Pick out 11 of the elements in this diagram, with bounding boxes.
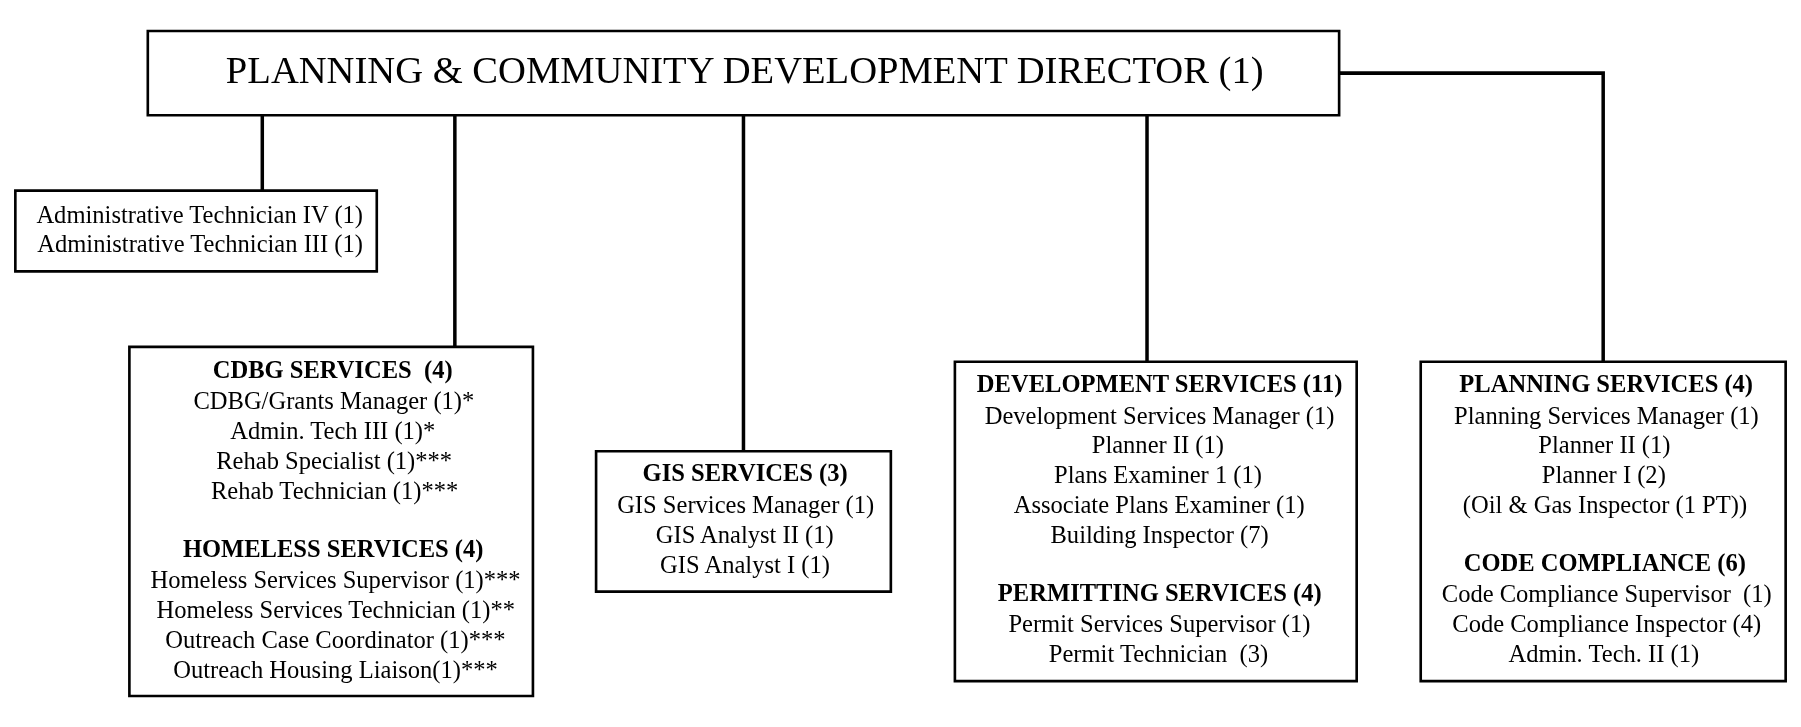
node-box: GIS SERVICES (3) GIS Services Manager (1) GIS Analyst II (1) GIS Analyst I (1) bbox=[594, 449, 893, 593]
connector bbox=[260, 115, 265, 191]
connector bbox=[741, 115, 746, 451]
connector bbox=[1145, 115, 1149, 362]
connector bbox=[1339, 71, 1605, 362]
node-box: CDBG SERVICES (4) CDBG/Grants Manager (1)* Admin. Tech III (1)* Rehab Specialist (1)*** Rehab Technician (1)*** HOMELESS SERVICES (4) Homeless Services Supervisor (1)*** Homeless Services Technician (1)** Outreach Case Coordinator (1)*** Outreach Housing Liaison(1)*** bbox=[128, 345, 535, 698]
node-box: DEVELOPMENT SERVICES (11) Development Services Manager (1) Planner II (1) Plans Examiner 1 (1) Associate Plans Examiner (1) Building Inspector (7) PERMITTING SERVICES (4) Permit Services Supervisor (1) Permit Technician (3) bbox=[953, 360, 1358, 683]
node-box: Administrative Technician IV (1) Administrative Technician III (1) bbox=[14, 189, 379, 273]
connector bbox=[453, 115, 457, 347]
node-box: PLANNING & COMMUNITY DEVELOPMENT DIRECTOR (1) bbox=[146, 29, 1341, 117]
node-box: PLANNING SERVICES (4) Planning Services Manager (1) Planner II (1) Planner I (2) (Oil & Gas Inspector (1 PT)) CODE COMPLIANCE (6) Code Compliance Supervisor (1) Code Compliance Inspector (4) Admin. Tech. II (1) bbox=[1419, 360, 1787, 683]
